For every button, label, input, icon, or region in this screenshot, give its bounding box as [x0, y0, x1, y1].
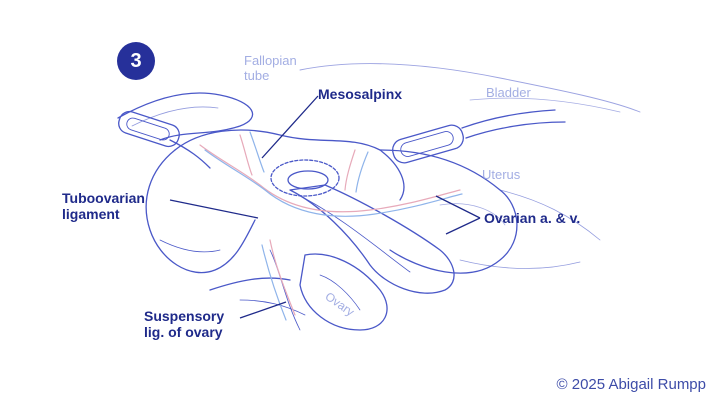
left-clamp-icon	[118, 110, 211, 169]
leader-tuboovarian	[169, 199, 259, 219]
label-ovarian-vessels: Ovarian a. & v.	[484, 210, 581, 226]
label-mesosalpinx: Mesosalpinx	[318, 86, 403, 102]
ovary	[299, 253, 388, 331]
forceps-icon	[289, 184, 455, 294]
label-uterus: Uterus	[482, 167, 521, 182]
step-badge: 3	[117, 42, 155, 80]
fallopian-tube	[117, 92, 254, 141]
label-fallopian-tube-line2: tube	[244, 67, 270, 83]
uterus	[379, 149, 518, 274]
vessel-red-1	[199, 144, 461, 213]
right-clamp-icon	[392, 109, 566, 164]
label-tuboovarian-ligament: Tuboovarian ligament	[62, 190, 145, 222]
label-fallopian-tube-line1: Fallopian	[244, 53, 297, 68]
mesosalpinx-opening	[270, 159, 340, 197]
label-fallopian-tube: Fallopian tube	[244, 53, 297, 84]
leader-suspensory	[239, 301, 287, 319]
label-tuboovarian-line1: Tuboovarian	[62, 190, 145, 206]
label-suspensory-line2: lig. of ovary	[144, 324, 223, 341]
leader-ovarian-2	[445, 217, 481, 235]
label-suspensory-line1: Suspensory	[144, 308, 225, 324]
leader-mesosalpinx	[261, 95, 319, 159]
label-bladder: Bladder	[486, 85, 531, 100]
label-tuboovarian-line2: ligament	[62, 206, 120, 223]
leader-ovarian-1	[435, 195, 481, 219]
label-suspensory-ligament: Suspensory lig. of ovary	[144, 308, 224, 340]
vessel-blue-1	[204, 149, 463, 217]
tuboovarian-ligament	[145, 149, 256, 274]
copyright-credit: © 2025 Abigail Rumpp	[556, 376, 706, 393]
